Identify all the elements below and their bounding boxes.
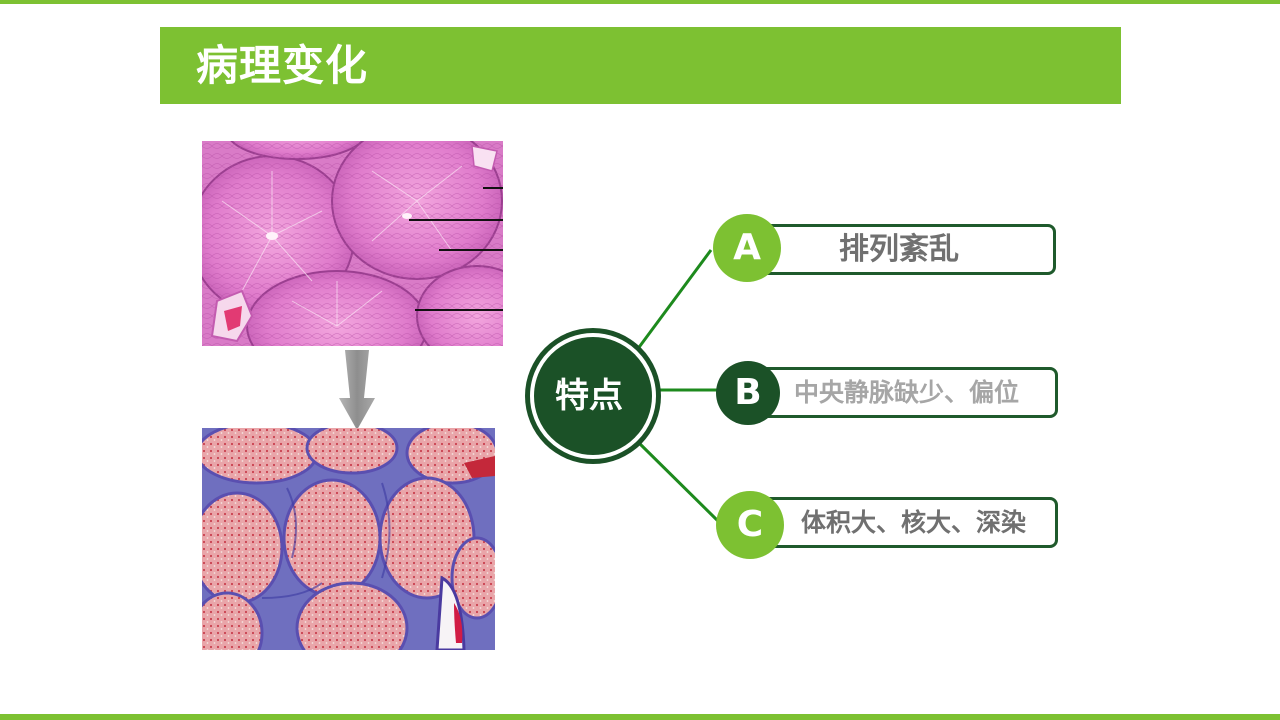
top-rule [0,0,1280,4]
item-c-badge: C [716,491,784,559]
connector-a [635,249,713,351]
item-a-text: 排列紊乱 [839,232,959,267]
hub-inner-ring [530,333,656,459]
cirrhotic-liver-micrograph [202,428,495,650]
title-bar: 病理变化 [160,27,1121,104]
item-b-badge: B [716,361,780,425]
page-title: 病理变化 [196,41,369,90]
item-b-box: 中央静脉缺少、偏位 [746,367,1058,418]
bottom-rule [0,714,1280,720]
item-a-badge: A [713,214,781,282]
item-c-box: 体积大、核大、深染 [746,497,1058,548]
item-b-text: 中央静脉缺少、偏位 [794,378,1020,407]
hub-outer-circle [525,328,661,464]
down-arrow-icon [337,350,377,432]
item-a-box: 排列紊乱 [744,224,1056,275]
item-c-text: 体积大、核大、深染 [801,508,1027,537]
normal-liver-micrograph [202,141,503,346]
center-node-label: 特点 [555,376,623,416]
connector-c [635,439,720,523]
